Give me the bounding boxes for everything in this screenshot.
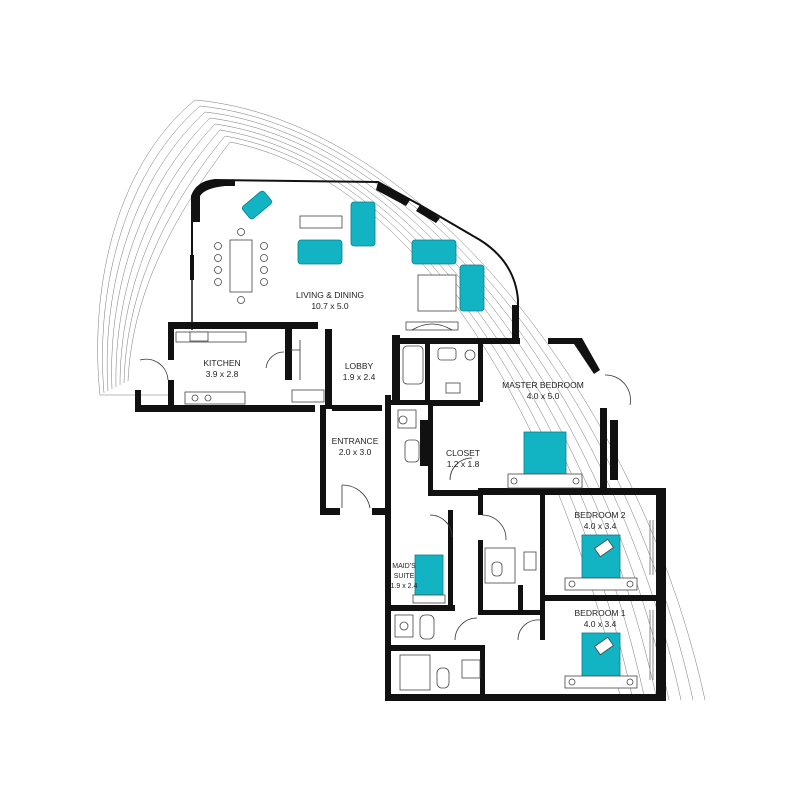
living-label: LIVING & DINING [296, 290, 364, 300]
closet-label: CLOSET [446, 448, 480, 458]
closet-size: 1.2 x 1.8 [447, 459, 480, 469]
lobby-label: LOBBY [345, 361, 374, 371]
living-walls [190, 178, 519, 340]
entrance-size: 2.0 x 3.0 [339, 447, 372, 457]
maid-label: MAID'S [392, 563, 416, 570]
room-labels: LIVING & DINING 10.7 x 5.0 KITCHEN 3.9 x… [203, 290, 625, 629]
living-size: 10.7 x 5.0 [311, 301, 349, 311]
core-walls [320, 335, 520, 700]
lobby-size: 1.9 x 2.4 [343, 372, 376, 382]
bedrooms-walls [470, 488, 666, 701]
bedroom1-label: BEDROOM 1 [574, 608, 625, 618]
kitchen-size: 3.9 x 2.8 [206, 369, 239, 379]
maid-walls [385, 510, 485, 701]
bedroom2-size: 4.0 x 3.4 [584, 521, 617, 531]
entrance-label: ENTRANCE [332, 436, 379, 446]
master-walls [428, 338, 631, 496]
maid-label-2: SUITE [394, 573, 415, 580]
accent-furniture [241, 190, 638, 689]
bedroom1-size: 4.0 x 3.4 [584, 619, 617, 629]
terrace-curves [97, 99, 706, 701]
kitchen-label: KITCHEN [203, 358, 240, 368]
living-furniture [214, 215, 459, 331]
bedroom2-label: BEDROOM 2 [574, 510, 625, 520]
master-label: MASTER BEDROOM [502, 380, 584, 390]
master-bath [390, 345, 476, 466]
maid-size: 1.9 x 2.4 [391, 583, 418, 590]
kitchen-walls [135, 322, 332, 412]
master-size: 4.0 x 5.0 [527, 391, 560, 401]
